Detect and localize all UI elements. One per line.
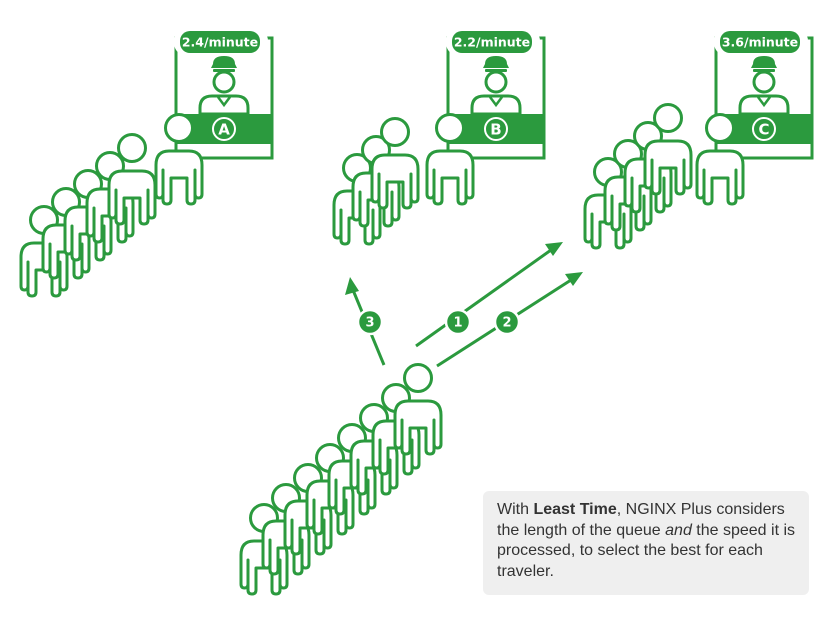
letter-circle	[752, 117, 776, 141]
note-text-2: , NGINX Plus considers the length of the…	[497, 501, 785, 539]
note-text-3: the speed it is processed, to select the…	[497, 521, 796, 580]
officer-icon	[198, 54, 250, 116]
note-italic-word: and	[665, 521, 692, 539]
rate-badge	[720, 31, 800, 53]
letter-circle	[212, 117, 236, 141]
letter-circle	[484, 117, 508, 141]
route-number: 2	[502, 316, 511, 331]
queue-a	[19, 113, 204, 298]
rate-badge	[180, 31, 260, 53]
officer-icon	[738, 54, 790, 116]
counter-a: 2.4/minute A	[174, 28, 274, 160]
counter-letter: B	[490, 121, 501, 139]
route-2-marker: 2	[493, 308, 521, 336]
route-number: 3	[365, 316, 374, 331]
counter-b: 2.2/minute B	[446, 28, 546, 160]
rate-label: 3.6/minute	[722, 35, 798, 50]
queue-c	[583, 103, 745, 250]
incoming-queue	[239, 363, 443, 596]
queue-b	[332, 113, 475, 246]
route-arrows	[345, 242, 583, 368]
note-text-1: With	[497, 501, 534, 518]
officer-icon	[470, 54, 522, 116]
route-1-marker: 1	[444, 308, 472, 336]
rate-badge	[452, 31, 532, 53]
rate-label: 2.4/minute	[182, 35, 258, 50]
counter-letter: A	[218, 121, 230, 139]
route-1-arrow	[415, 242, 563, 348]
counter-letter: C	[758, 121, 769, 139]
route-3-marker: 3	[356, 308, 384, 336]
note-bold-term: Least Time	[533, 501, 617, 518]
route-number: 1	[453, 316, 462, 331]
explanation-note: With Least Time, NGINX Plus considers th…	[483, 491, 809, 595]
rate-label: 2.2/minute	[454, 35, 530, 50]
